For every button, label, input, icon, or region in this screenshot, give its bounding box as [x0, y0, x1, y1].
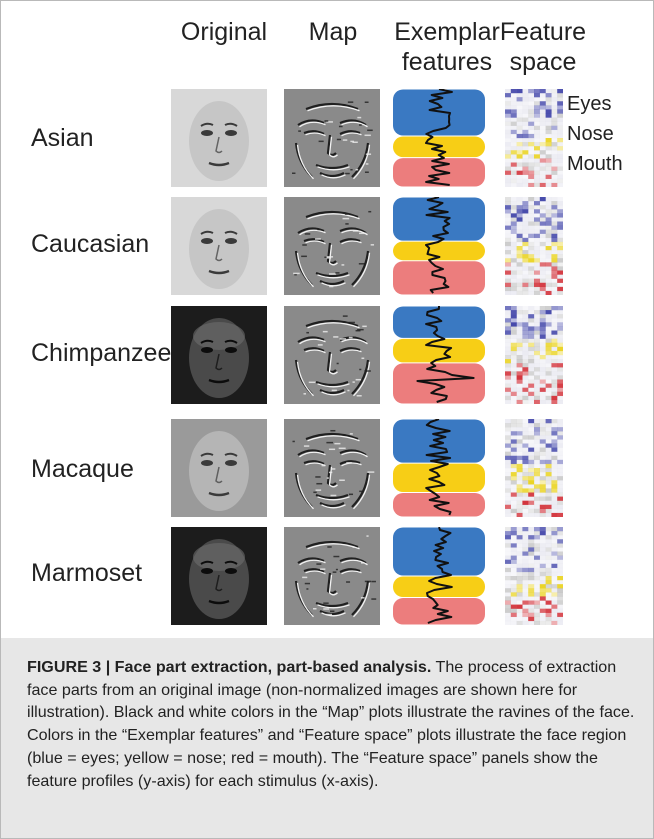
original-face-image-marmoset [171, 527, 267, 625]
column-header-map: Map [283, 17, 383, 47]
exemplar-features-caucasian [393, 197, 485, 295]
figure-caption: FIGURE 3 | Face part extraction, part-ba… [1, 638, 653, 838]
column-header-feature-space: Feature space [498, 17, 588, 77]
ravine-map-caucasian [284, 197, 380, 295]
ravine-map-marmoset [284, 527, 380, 625]
row-label-caucasian: Caucasian [31, 229, 149, 259]
feature-space-asian [505, 89, 563, 187]
row-label-marmoset: Marmoset [31, 558, 142, 588]
row-label-asian: Asian [31, 123, 94, 153]
ravine-map-asian [284, 89, 380, 187]
row-label-macaque: Macaque [31, 454, 134, 484]
exemplar-features-chimpanzee [393, 306, 485, 404]
row-label-chimpanzee: Chimpanzee [31, 338, 171, 368]
legend-mouth: Mouth [567, 149, 623, 179]
feature-space-macaque [505, 419, 563, 517]
feature-space-marmoset [505, 527, 563, 625]
exemplar-features-asian [393, 89, 485, 187]
original-face-image-caucasian [171, 197, 267, 295]
ravine-map-macaque [284, 419, 380, 517]
feature-space-chimpanzee [505, 306, 563, 404]
original-face-image-chimpanzee [171, 306, 267, 404]
column-header-exemplar: Exemplar features [389, 17, 505, 77]
original-face-image-asian [171, 89, 267, 187]
exemplar-features-marmoset [393, 527, 485, 625]
exemplar-features-macaque [393, 419, 485, 517]
feature-space-caucasian [505, 197, 563, 295]
caption-text: FIGURE 3 | Face part extraction, part-ba… [27, 656, 637, 792]
caption-body: The process of extraction face parts fro… [27, 658, 634, 790]
ravine-map-chimpanzee [284, 306, 380, 404]
original-face-image-macaque [171, 419, 267, 517]
legend-eyes: Eyes [567, 89, 611, 119]
caption-label: FIGURE 3 | Face part extraction, part-ba… [27, 658, 431, 676]
column-header-original: Original [169, 17, 279, 47]
legend-nose: Nose [567, 119, 614, 149]
